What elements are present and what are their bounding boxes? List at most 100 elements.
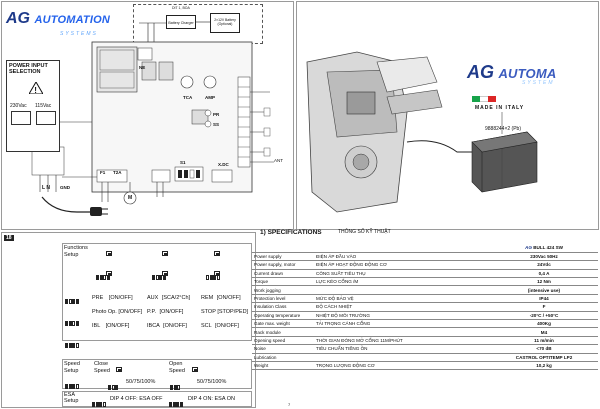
italy-flag-icon [472, 96, 496, 102]
open-speed-values: 50/75/100% [197, 379, 227, 385]
spec-label-vn: NHIỆT ĐỘ MÔI TRƯỜNG [314, 311, 490, 321]
label-pr: PR [213, 112, 220, 117]
function-row-2b: P.P. [ON/OFF] [147, 309, 183, 315]
spec-value: -20°C / +50°C [490, 311, 598, 321]
functions-setup-section [62, 243, 252, 341]
spec-title-vn: THÔNG SỐ KỸ THUẬT [338, 229, 391, 235]
led-row-3 [206, 269, 220, 287]
panel-number-badge: 18 [4, 235, 14, 241]
spec-label: Protection level [252, 294, 314, 304]
power-input-warning-box: POWER INPUT SELECTION ! 230Vac 115Vac [6, 60, 60, 152]
function-setup-frame: 18 Functions Setup PRE [ON/OFF] AUX [SCA… [1, 232, 256, 408]
label-gnd: GND [60, 185, 70, 190]
label-ss: SS [213, 122, 220, 127]
open-speed-leds [170, 379, 181, 397]
logo-ag: AG [6, 10, 30, 27]
label-230vac: 230Vac [10, 103, 27, 109]
spec-label-vn [314, 327, 490, 337]
spec-value: 400Kg [490, 319, 598, 329]
spec-label: Work jogging [252, 285, 314, 295]
battery-charger-label: Battery Charger [168, 21, 194, 25]
function-row-1: PRE [ON/OFF] [92, 295, 133, 301]
battery-optional-label: 2×12V Battery (Optional) [214, 18, 236, 26]
function-row-1b: AUX [SCA/2°Ch] [147, 295, 190, 301]
label-tca: TCA [183, 95, 193, 100]
label-ln: L N [42, 185, 50, 191]
function-row-3c: SCL [ON/OFF] [201, 323, 239, 329]
fn-rem: REM [201, 295, 214, 301]
dip-bank-functions [65, 293, 87, 349]
spec-value: M4 [490, 327, 598, 337]
label-ant: ANT [274, 158, 283, 163]
function-row-3: IBL [ON/OFF] [92, 323, 129, 329]
function-row-1c: REM [ON/OFF] [201, 295, 241, 301]
spec-value: 230Vac 50Hz [490, 252, 598, 262]
spec-label: Insulation Class [252, 302, 314, 312]
spec-label: Torque [252, 277, 314, 287]
label-motor: M [128, 195, 133, 201]
esa-off-text: DIP 4 OFF: ESA OFF [110, 396, 163, 402]
spec-label-vn: TIÊU CHUẨN TIẾNG ỒN [314, 344, 490, 354]
jumper-115-icon [36, 111, 56, 125]
spec-label-vn: LỰC KÉO CỔNG /M [314, 277, 490, 287]
fn-scl-opt: [ON/OFF] [215, 323, 239, 329]
spec-value: <70 dB [490, 344, 598, 354]
spec-value: 24Vdc [490, 260, 598, 270]
spec-label-vn: CÔNG SUẤT TIÊU THỤ [314, 269, 490, 279]
label-xdc: X.DC [218, 162, 229, 167]
jumper-230-icon [11, 111, 31, 125]
motor-illustration-frame: AG AUTOMA SYSTEM MADE IN ITALY 9888244×2… [296, 1, 599, 230]
battery-wiring [139, 21, 210, 45]
label-amp: AMP [205, 95, 215, 100]
esa-setup-section [62, 391, 252, 407]
fn-stop-opt: [STOP/PED] [217, 309, 249, 315]
fn-ibl-opt: [ON/OFF] [105, 323, 130, 329]
spec-label-vn: TRỌNG LƯỢNG ĐỘNG CƠ [314, 361, 490, 371]
esa-dip-off [92, 396, 106, 409]
spec-model-brand: AG [525, 245, 532, 251]
label-t2a: T2A [113, 170, 122, 175]
close-speed-knob-icon [116, 361, 122, 379]
spec-label-vn: TẢI TRỌNG CÁNH CỔNG [314, 319, 490, 329]
svg-text:!: ! [34, 86, 37, 94]
spec-label: Lubrication [252, 353, 314, 362]
spec-title: 1) SPECIFICATIONS [260, 229, 322, 236]
function-row-3b: IBCA [ON/OFF] [147, 323, 187, 329]
page-number: 7 [288, 402, 291, 407]
function-row-2: Photo Op. [ON/OFF] [92, 309, 142, 315]
spec-value: F [490, 302, 598, 312]
spec-label-vn: THỜI GIAN ĐÓNG MỞ CỔNG 11M/PHÚT [314, 336, 490, 346]
spec-label: Weight [252, 361, 314, 371]
fn-aux: AUX [147, 295, 159, 301]
label-s1: S1 [180, 160, 186, 165]
spec-label-vn [314, 353, 490, 362]
esa-on-text: DIP 4 ON: ESA ON [188, 396, 235, 402]
spec-label: Power supply [252, 252, 314, 262]
motor-drawing [306, 51, 538, 213]
battery-reference-label: 9888244×2 (Pb) [485, 126, 522, 132]
logo-right-automa: AUTOMA [498, 66, 557, 81]
spec-value: 10,2 kg [490, 361, 598, 371]
spec-label-vn: ĐỘ CÁCH NHIỆT [314, 302, 490, 312]
label-f1: F1 [100, 170, 106, 175]
spec-label: Opening speed [252, 336, 314, 346]
esa-setup-label: ESA Setup [64, 392, 79, 404]
control-board-drawing [31, 41, 274, 216]
led-row-2 [152, 269, 166, 287]
speed-setup-section [62, 359, 252, 389]
warning-triangle-icon: ! [28, 81, 44, 99]
close-speed-leds [108, 379, 119, 397]
board-diagram-frame: AG AUTOMATION SYSTEMS DIT 1, BOA Battery… [1, 1, 294, 230]
esa-dip-on [169, 396, 183, 409]
battery-box-label: DIT 1, BOA [172, 6, 190, 10]
